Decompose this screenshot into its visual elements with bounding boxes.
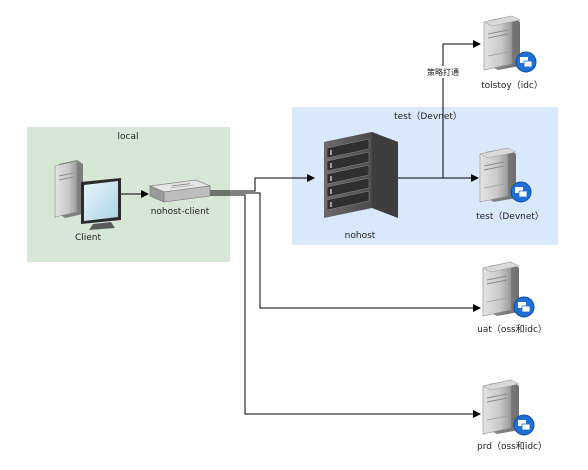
desktop-computer-icon[interactable] bbox=[54, 160, 121, 230]
node-label-nohost: nohost bbox=[344, 231, 376, 241]
edge-label-bg bbox=[424, 66, 462, 78]
server-tower-icon-test[interactable] bbox=[479, 147, 532, 203]
node-label-test: test（Devnet） bbox=[476, 212, 544, 222]
node-label-nohost-client: nohost-client bbox=[150, 207, 210, 217]
server-tower-icon-uat[interactable] bbox=[482, 261, 535, 318]
group-label-local: local bbox=[117, 132, 139, 142]
network-switch-icon[interactable] bbox=[148, 179, 212, 203]
node-label-uat: uat（oss和idc） bbox=[477, 325, 547, 335]
edge-switch-to-nohost bbox=[209, 174, 315, 192]
edge-nohost-to-tolstoy bbox=[442, 40, 481, 178]
node-label-tolstoy: tolstoy（idc） bbox=[481, 81, 543, 91]
edge-switch-to-prd bbox=[209, 194, 481, 418]
server-rack-icon[interactable] bbox=[324, 132, 398, 218]
edge-switch-to-uat bbox=[209, 192, 481, 312]
node-label-client: Client bbox=[74, 233, 102, 243]
server-tower-icon-tolstoy[interactable] bbox=[483, 15, 537, 73]
server-tower-icon-prd[interactable] bbox=[482, 379, 535, 436]
edge-label-strategy: 策略打通 bbox=[427, 68, 459, 77]
node-label-prd: prd（oss和idc） bbox=[476, 442, 548, 452]
group-label-test: test（Devnet） bbox=[394, 112, 462, 122]
